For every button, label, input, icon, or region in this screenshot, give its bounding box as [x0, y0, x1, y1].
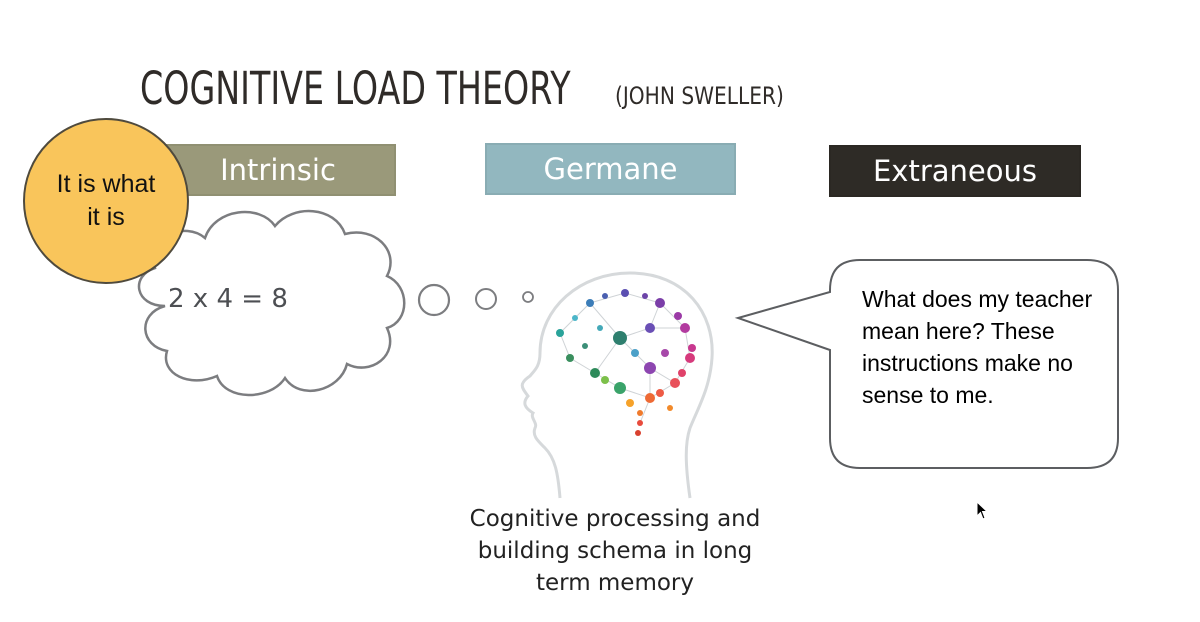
brain-network-head-icon [520, 271, 714, 499]
slide-subtitle: (JOHN SWELLER) [615, 82, 784, 110]
thought-trail-icon [417, 283, 534, 317]
equation-text: 2 x 4 = 8 [168, 284, 288, 314]
speech-bubble-icon [734, 259, 1119, 469]
category-extraneous: Extraneous [829, 145, 1081, 197]
category-germane: Germane [485, 143, 736, 195]
badge-text: It is what it is [56, 170, 156, 231]
badge-circle: It is what it is [23, 118, 189, 284]
speech-bubble-text: What does my teacher mean here? These in… [862, 286, 1093, 408]
germane-caption: Cognitive processing and building schema… [469, 506, 761, 596]
thought-cloud-icon [137, 209, 406, 397]
mouse-pointer-icon [976, 500, 989, 520]
category-intrinsic: Intrinsic [160, 144, 396, 196]
slide-title: COGNITIVE LOAD THEORY [140, 62, 571, 115]
